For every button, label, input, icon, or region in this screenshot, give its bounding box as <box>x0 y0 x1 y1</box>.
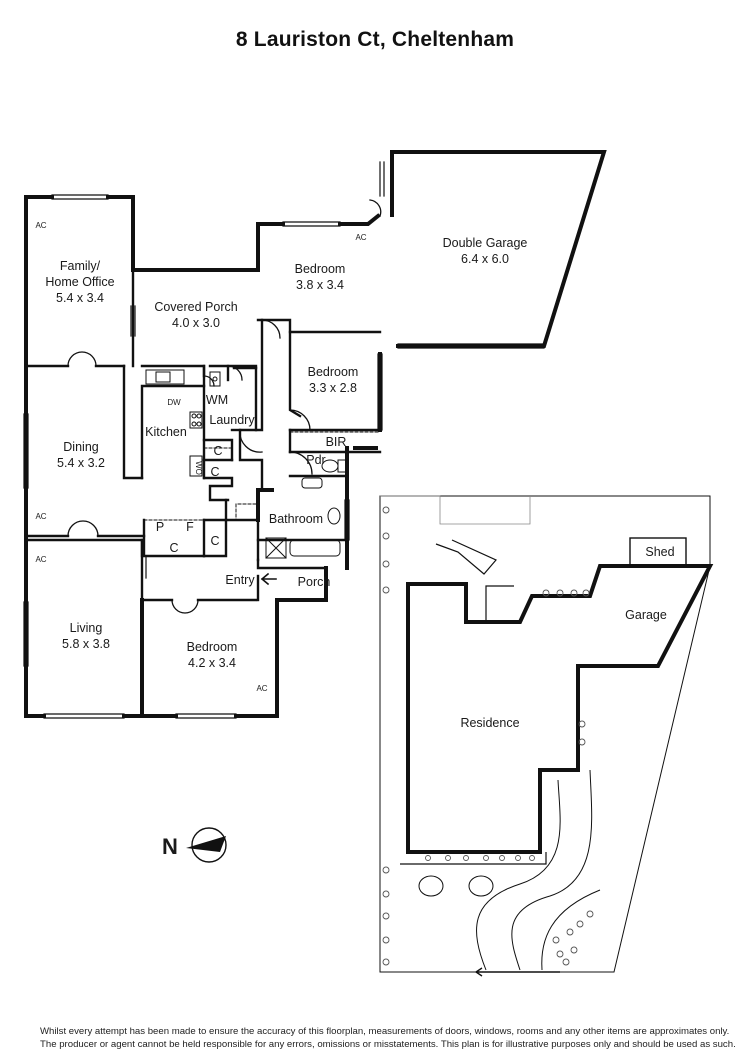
ac-label-5: AC <box>256 684 267 693</box>
ac-label-1: AC <box>35 221 46 230</box>
porch-label: Porch <box>298 575 331 589</box>
shrubs <box>382 506 594 966</box>
living-label: Living <box>70 621 103 635</box>
garage-label: Garage <box>625 608 667 622</box>
living-size: 5.8 x 3.8 <box>62 637 110 651</box>
c-label-2: C <box>210 465 219 479</box>
ac-label-2: AC <box>355 233 366 242</box>
entry-arrow <box>260 572 277 586</box>
laundry-label: Laundry <box>209 413 255 427</box>
dining-size: 5.4 x 3.2 <box>57 456 105 470</box>
page-title: 8 Lauriston Ct, Cheltenham <box>235 28 515 51</box>
small-labels: DW WO AC AC AC AC AC <box>35 221 366 693</box>
c-label-4: C <box>210 534 219 548</box>
double-garage-label: Double Garage <box>443 236 528 250</box>
pdr-label: Pdr <box>306 453 325 467</box>
ac-label-4: AC <box>35 555 46 564</box>
entry-label: Entry <box>225 573 255 587</box>
doors <box>67 199 382 614</box>
disclaimer-line-1: Whilst every attempt has been made to en… <box>40 1026 730 1037</box>
site-boundary <box>379 495 711 973</box>
driveway-arrow <box>474 967 560 977</box>
family-label-2: Home Office <box>45 275 114 289</box>
kitchen-fixtures <box>143 369 381 559</box>
p-label: P <box>156 520 164 534</box>
compass-arrow-icon <box>186 836 226 852</box>
f-label: F <box>186 520 194 534</box>
wm-label: WM <box>206 393 228 407</box>
disclaimer-line-2: The producer or agent cannot be held res… <box>40 1038 736 1050</box>
dw-label: DW <box>167 398 181 407</box>
bedroom2-size: 3.3 x 2.8 <box>309 381 357 395</box>
family-size: 5.4 x 3.4 <box>56 291 104 305</box>
compass-ring <box>191 827 227 863</box>
room-labels: Family/ Home Office 5.4 x 3.4 Covered Po… <box>45 236 674 730</box>
bedroom1-label: Bedroom <box>295 262 346 276</box>
bedroom3-size: 4.2 x 3.4 <box>188 656 236 670</box>
ac-label-3: AC <box>35 512 46 521</box>
covered-porch-label: Covered Porch <box>154 300 237 314</box>
shed-outline <box>629 537 687 567</box>
kitchen-label: Kitchen <box>145 425 187 439</box>
family-label: Family/ <box>60 259 101 273</box>
compass-north-label: N <box>162 834 178 859</box>
residence-outline <box>406 564 714 854</box>
residence-label: Residence <box>460 716 519 730</box>
c-label-3: C <box>169 541 178 555</box>
disclaimer: Whilst every attempt has been made to en… <box>40 1026 736 1051</box>
windows <box>23 161 545 719</box>
double-garage-size: 6.4 x 6.0 <box>461 252 509 266</box>
house-plan <box>23 150 607 719</box>
bedroom2-label: Bedroom <box>308 365 359 379</box>
dining-label: Dining <box>63 440 98 454</box>
bedroom3-label: Bedroom <box>187 640 238 654</box>
site-plan <box>379 495 714 977</box>
bedroom1-size: 3.8 x 3.4 <box>296 278 344 292</box>
bathroom-label: Bathroom <box>269 512 323 526</box>
bir-label: BIR <box>326 435 347 449</box>
c-label-1: C <box>213 444 222 458</box>
wo-label: WO <box>194 461 203 475</box>
compass: N <box>162 827 227 863</box>
covered-porch-size: 4.0 x 3.0 <box>172 316 220 330</box>
shed-label: Shed <box>645 545 674 559</box>
